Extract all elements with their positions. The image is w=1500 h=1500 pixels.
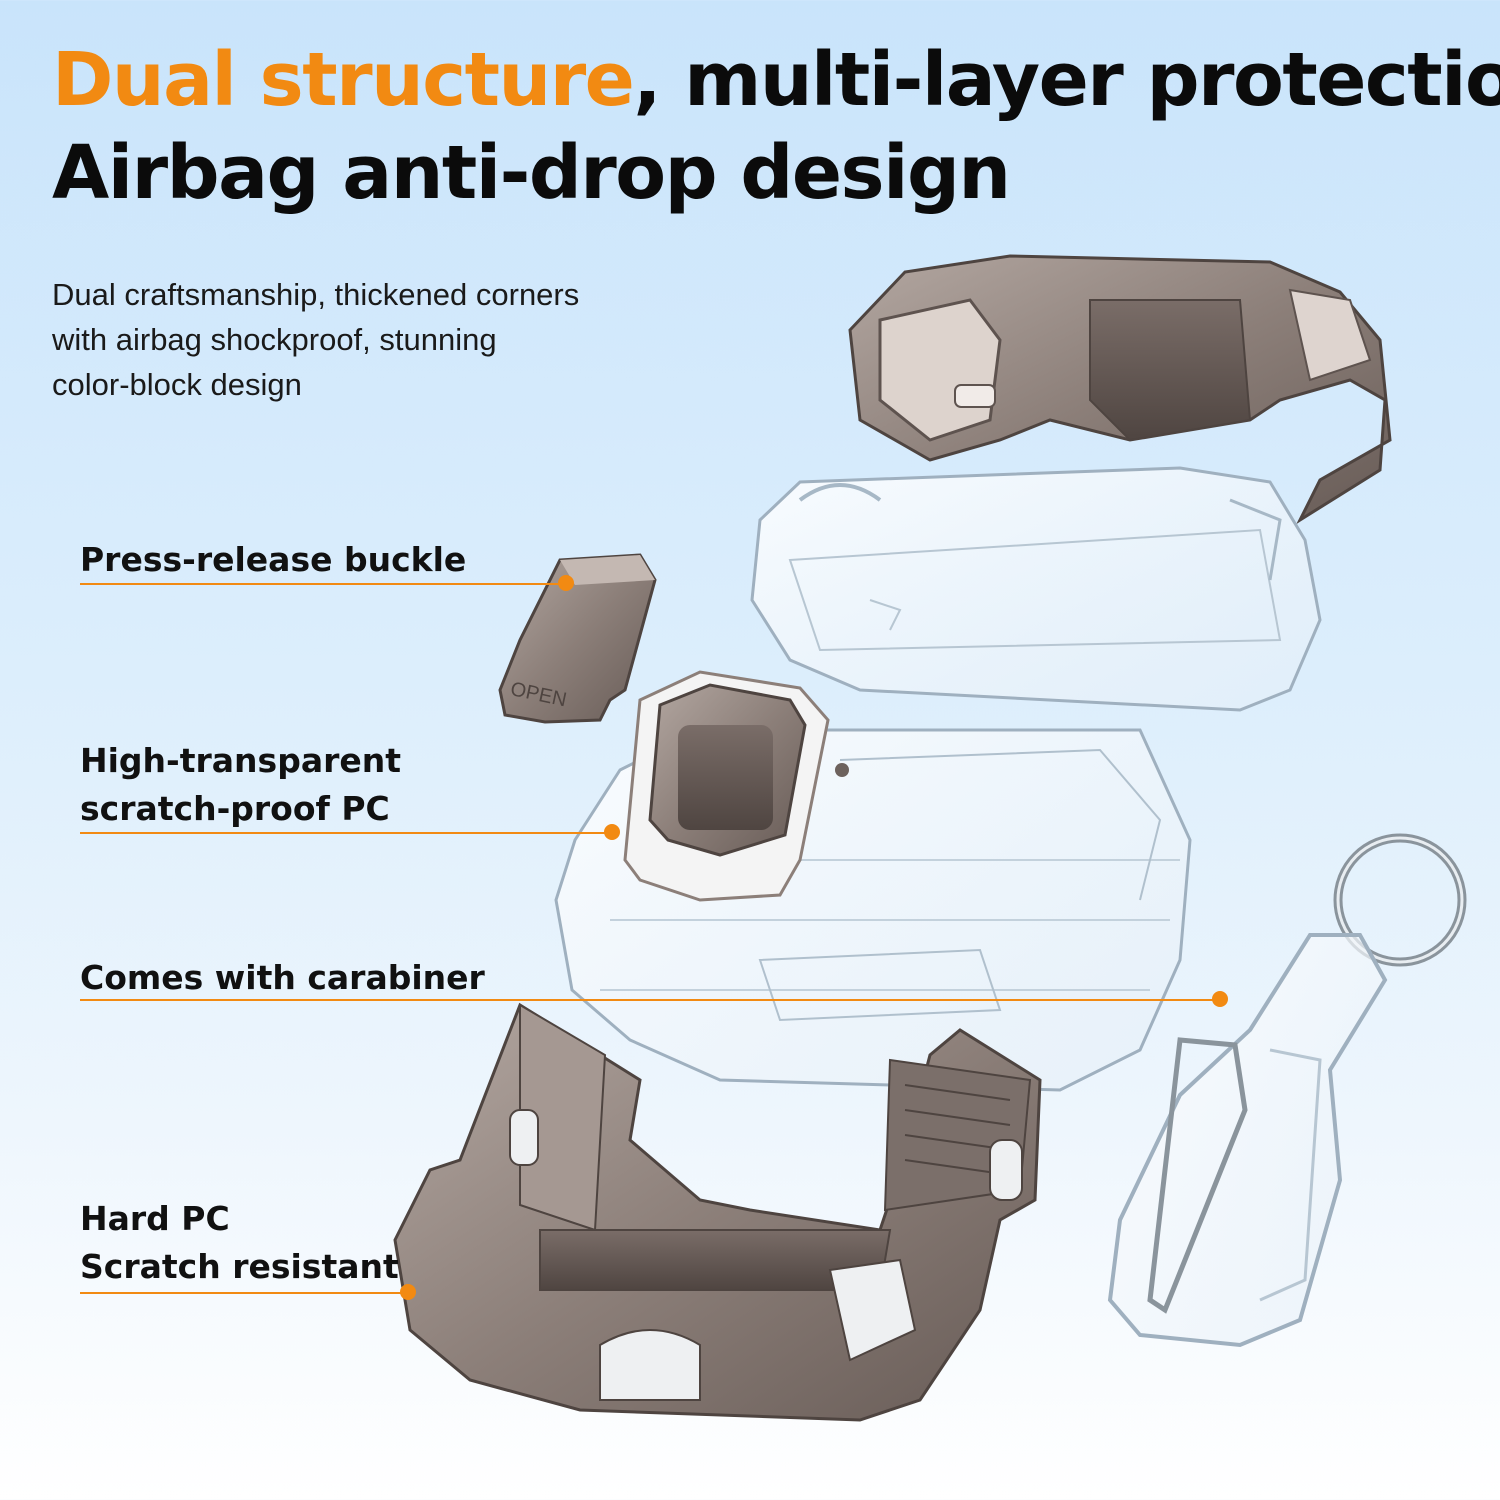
callout-carabiner-label: Comes with carabiner — [80, 958, 485, 997]
callout-hardpc-line-1: Hard PC — [80, 1199, 230, 1238]
description-line-1: Dual craftsmanship, thickened corners — [52, 277, 580, 312]
callout-hardpc-dot — [400, 1284, 416, 1300]
carabiner-part — [1107, 833, 1467, 1348]
headline-line-1: Dual structure, multi-layer protection — [52, 37, 1500, 123]
callout-buckle-line — [80, 583, 568, 585]
headline-line-2: Airbag anti-drop design — [52, 130, 1011, 217]
callout-hardpc-label: Hard PC Scratch resistant — [80, 1195, 399, 1291]
description: Dual craftsmanship, thickened corners wi… — [52, 272, 672, 407]
clear-case-shell — [554, 670, 1192, 1092]
top-metal-cover — [848, 254, 1392, 525]
callout-hardpc-line-2: Scratch resistant — [80, 1247, 399, 1286]
headline-accent: Dual structure — [52, 37, 635, 123]
headline: Dual structure, multi-layer protection A… — [52, 37, 1500, 217]
callout-pc-label: High-transparent scratch-proof PC — [80, 737, 401, 833]
callout-carabiner-dot — [1212, 991, 1228, 1007]
bottom-metal-shell — [393, 1002, 1042, 1422]
callout-pc-line — [80, 832, 612, 834]
callout-carabiner-line — [80, 999, 1220, 1001]
callout-pc-line-2: scratch-proof PC — [80, 789, 390, 828]
callout-pc-dot — [604, 824, 620, 840]
callout-buckle-dot — [558, 575, 574, 591]
headline-rest: , multi-layer protection — [633, 37, 1500, 123]
callout-pc-line-1: High-transparent — [80, 741, 402, 780]
clear-airbag-frame — [750, 466, 1322, 712]
description-line-2: with airbag shockproof, stunning — [52, 322, 497, 357]
buckle-part: OPEN — [498, 553, 657, 724]
description-line-3: color-block design — [52, 367, 302, 402]
callout-hardpc-line — [80, 1292, 408, 1294]
callout-buckle-label: Press-release buckle — [80, 540, 467, 579]
